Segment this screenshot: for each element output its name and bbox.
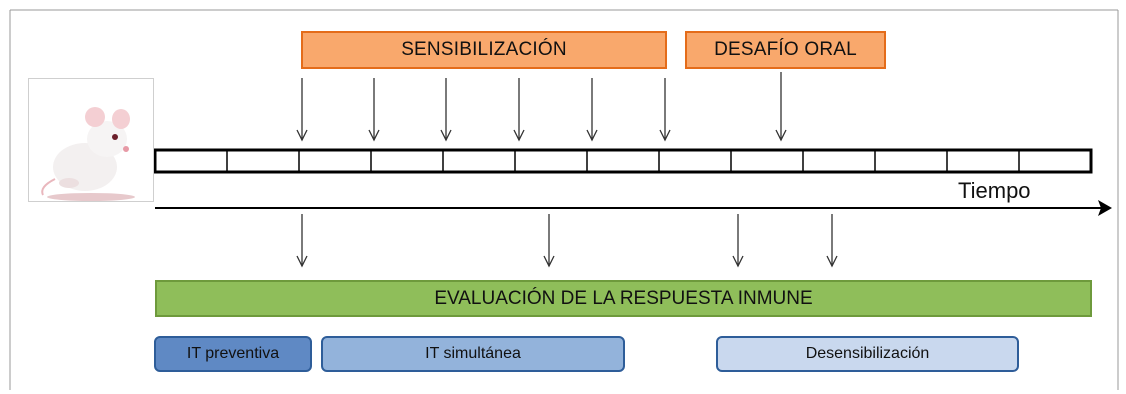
oral-challenge-box: DESAFÍO ORAL: [685, 31, 886, 69]
sensitization-arrows: [296, 78, 671, 142]
sensitization-label: SENSIBILIZACIÓN: [401, 39, 567, 60]
evaluation-arrow-4: [826, 214, 838, 268]
mouse-icon: [41, 107, 135, 201]
immune-evaluation-label: EVALUACIÓN DE LA RESPUESTA INMUNE: [434, 287, 813, 309]
time-axis-arrowhead: [1098, 200, 1112, 216]
sensitization-arrow-2: [368, 78, 380, 142]
simultaneous-it-label: IT simultánea: [425, 345, 521, 362]
mouse-image: [28, 78, 154, 202]
evaluation-arrow-2: [543, 214, 555, 268]
time-axis-label: Tiempo: [958, 178, 1031, 203]
evaluation-arrows: [296, 214, 838, 268]
desensitization-label: Desensibilización: [805, 345, 930, 362]
sensitization-arrow-6: [659, 78, 671, 142]
preventive-it-label: IT preventiva: [186, 345, 280, 362]
desensitization-box: Desensibilización: [716, 336, 1019, 372]
timeline-bar: [153, 148, 1093, 174]
sensitization-arrow-4: [513, 78, 525, 142]
immune-evaluation-box: EVALUACIÓN DE LA RESPUESTA INMUNE: [155, 280, 1092, 317]
sensitization-arrow-1: [296, 78, 308, 142]
simultaneous-it-box: IT simultánea: [321, 336, 625, 372]
sensitization-arrow-5: [586, 78, 598, 142]
evaluation-arrow-1: [296, 214, 308, 268]
timeline-ticks: [226, 150, 1020, 172]
preventive-it-box: IT preventiva: [154, 336, 312, 372]
oral-challenge-label: DESAFÍO ORAL: [714, 39, 857, 60]
evaluation-arrow-3: [732, 214, 744, 268]
oral-challenge-arrow: [775, 72, 787, 142]
sensitization-box: SENSIBILIZACIÓN: [301, 31, 667, 69]
sensitization-arrow-3: [440, 78, 452, 142]
